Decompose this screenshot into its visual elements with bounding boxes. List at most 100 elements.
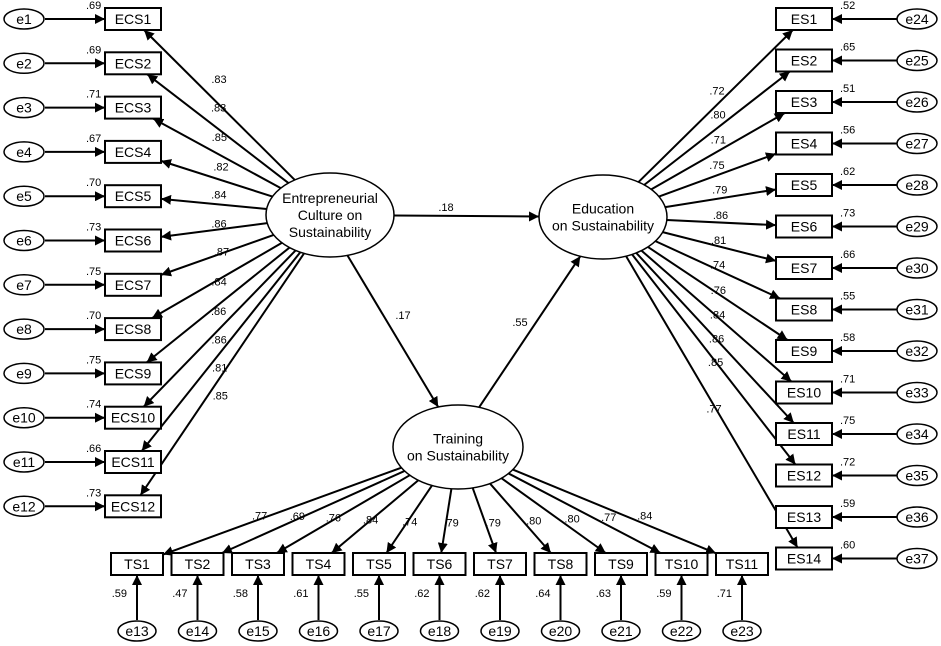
es-indicator-box xyxy=(775,422,833,446)
ts-r2-label: .58 xyxy=(233,588,248,600)
ecs-indicator-box xyxy=(104,450,162,474)
ts-loading-arrow xyxy=(162,466,402,556)
es-indicator-label: ES8 xyxy=(791,302,818,318)
es-indicator-box xyxy=(775,90,833,114)
ts-error-node xyxy=(480,620,520,642)
es-error-label: e26 xyxy=(905,94,929,110)
ecs-loading-label: .81 xyxy=(212,362,227,374)
ecs-indicator-label: ECS11 xyxy=(111,454,155,470)
es-loading-label: .85 xyxy=(708,357,723,369)
es-error-label: e24 xyxy=(905,11,929,27)
ecs-indicator-label: ECS9 xyxy=(115,365,152,381)
ts-indicator-box xyxy=(473,552,527,576)
es-indicator-box xyxy=(775,505,833,529)
ecs-loading-label: .87 xyxy=(214,247,229,259)
ecs-error-label: e5 xyxy=(16,188,32,204)
ecs-loading-arrow xyxy=(160,222,268,241)
es-indicator-label: ES12 xyxy=(787,468,821,484)
es-loading-arrow xyxy=(647,246,789,341)
ecs-loading-arrow xyxy=(146,73,290,184)
es-indicator-box xyxy=(775,48,833,73)
es-error-node xyxy=(896,49,938,72)
path-ecs-es-label: .18 xyxy=(438,202,453,214)
ecs-loading-label: .83 xyxy=(211,103,226,115)
ts-loading-arrow xyxy=(512,468,717,555)
es-indicator-box xyxy=(775,339,833,363)
es-indicator-label: ES5 xyxy=(791,177,818,193)
es-loading-label: .77 xyxy=(706,403,721,415)
ecs-indicator-box xyxy=(104,494,162,519)
es-r2-label: .66 xyxy=(840,249,855,261)
ts-loading-label: .69 xyxy=(290,511,305,523)
es-r2-label: .71 xyxy=(840,374,855,386)
ts-loading-label: .80 xyxy=(564,514,579,526)
ts-indicator-label: TS11 xyxy=(726,556,759,572)
latent-ts-label: on Sustainability xyxy=(407,448,509,464)
latent-es-ellipse xyxy=(538,174,668,260)
ts-r2-label: .62 xyxy=(475,588,490,600)
ts-indicator-box xyxy=(594,552,648,576)
es-indicator-box xyxy=(775,173,833,197)
es-r2-label: .65 xyxy=(840,42,855,54)
es-error-node xyxy=(896,340,938,362)
ts-error-label: e14 xyxy=(186,623,210,639)
es-error-node xyxy=(896,547,938,570)
ecs-indicator-box xyxy=(104,184,162,209)
ts-error-node xyxy=(117,620,157,642)
es-r2-label: .72 xyxy=(840,457,855,469)
ts-r2-label: .61 xyxy=(293,588,308,600)
ts-loading-arrow xyxy=(221,470,406,554)
ts-loading-arrow xyxy=(471,487,498,554)
ecs-error-node xyxy=(3,495,45,518)
ecs-indicator-box xyxy=(104,7,162,31)
path-ts-es-label: .55 xyxy=(512,317,527,329)
es-r2-label: .58 xyxy=(840,332,855,344)
ts-error-label: e18 xyxy=(428,623,452,639)
es-error-label: e27 xyxy=(905,136,929,152)
ts-error-label: e17 xyxy=(367,623,391,639)
ts-r2-label: .47 xyxy=(172,588,187,600)
ts-r2-label: .62 xyxy=(414,588,429,600)
ecs-error-label: e7 xyxy=(16,277,32,293)
ts-indicator-label: TS10 xyxy=(665,556,699,572)
es-loading-label: .76 xyxy=(711,285,726,297)
ecs-error-node xyxy=(3,229,45,252)
es-loading-arrow xyxy=(658,152,777,198)
ts-indicator-label: TS8 xyxy=(548,556,574,572)
es-r2-label: .73 xyxy=(840,208,855,220)
latent-ecs-label: Culture on xyxy=(298,207,363,223)
es-indicator-label: ES10 xyxy=(787,385,821,401)
ecs-error-label: e8 xyxy=(16,321,32,337)
es-loading-arrow xyxy=(654,240,781,300)
es-error-node xyxy=(896,298,938,321)
es-error-node xyxy=(896,506,938,528)
ecs-error-node xyxy=(3,362,45,385)
ts-loading-arrow xyxy=(276,474,411,554)
ts-loading-arrow xyxy=(489,482,552,554)
es-loading-arrow xyxy=(665,186,777,209)
es-error-node xyxy=(896,132,938,155)
ecs-indicator-box xyxy=(104,272,162,297)
es-indicator-label: ES7 xyxy=(791,260,818,276)
ecs-indicator-label: ECS6 xyxy=(115,233,152,249)
es-r2-label: .56 xyxy=(840,125,855,137)
ecs-indicator-label: ECS5 xyxy=(115,188,152,204)
ecs-r2-label: .66 xyxy=(86,443,101,455)
ecs-indicator-box xyxy=(104,361,162,386)
ecs-indicator-label: ECS2 xyxy=(115,55,152,71)
es-indicator-box xyxy=(775,7,833,31)
ts-indicator-label: TS9 xyxy=(608,556,634,572)
ts-loading-arrow xyxy=(508,472,661,554)
ts-indicator-label: TS1 xyxy=(124,556,150,572)
ecs-loading-arrow xyxy=(146,246,291,364)
ecs-error-label: e12 xyxy=(12,498,36,514)
ts-error-node xyxy=(540,620,581,642)
ecs-indicator-label: ECS3 xyxy=(115,100,152,116)
ts-r2-label: .55 xyxy=(354,588,369,600)
latent-ecs-label: Sustainability xyxy=(289,224,372,240)
es-error-label: e34 xyxy=(905,426,929,442)
es-loading-label: .75 xyxy=(709,160,724,172)
ts-error-node xyxy=(722,620,762,642)
ts-error-node xyxy=(177,620,218,642)
